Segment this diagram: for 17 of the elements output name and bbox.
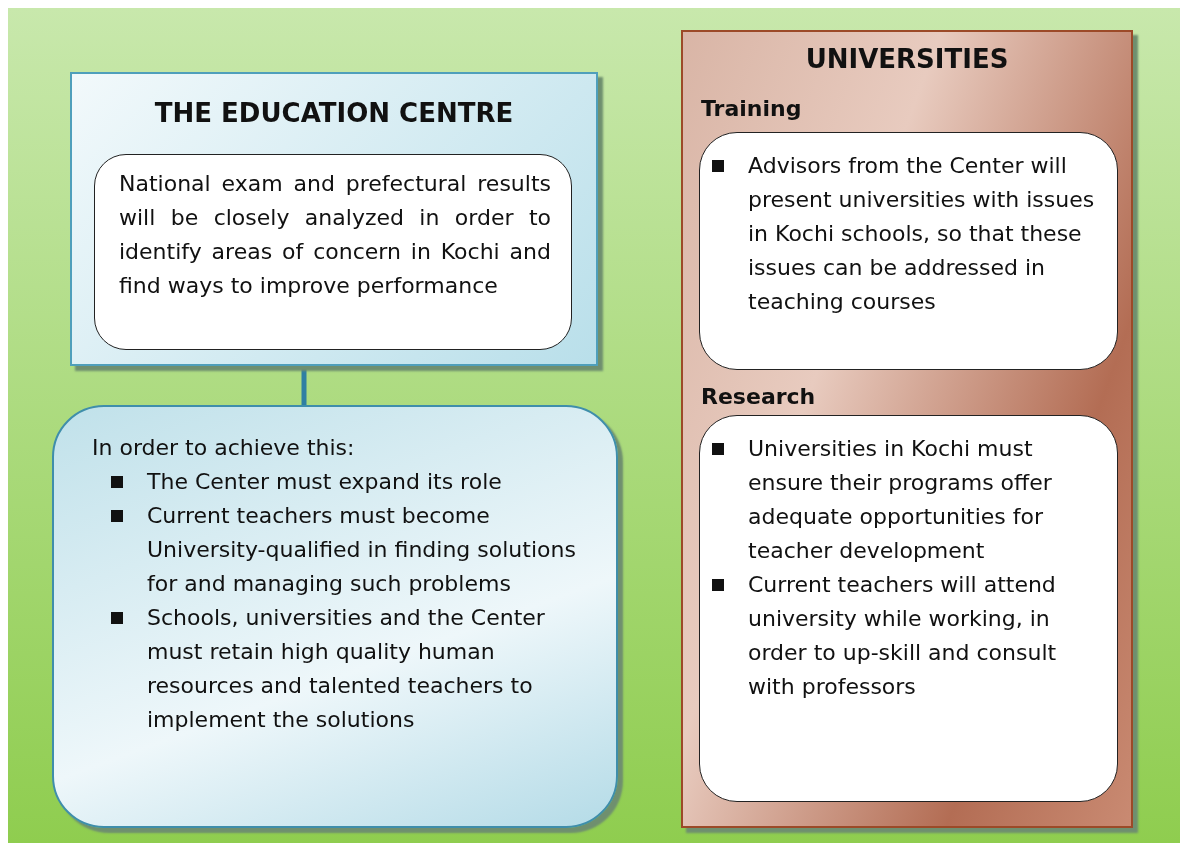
section-heading: Training — [701, 95, 802, 123]
bullet-text: Current teachers must become University-qualified in finding solutions for and managing such problems — [147, 502, 577, 598]
panel-title: THE EDUCATION CENTRE — [153, 98, 515, 128]
panel-title: UNIVERSITIES — [804, 44, 1010, 74]
bullet-text: Advisors from the Center will present universities with issues in Kochi schools, so that these issues can be addressed in teaching courses — [748, 152, 1096, 316]
bullet-text: Universities in Kochi must ensure their programs offer adequate opportunities for teacher development — [748, 435, 1053, 565]
intro-text: In order to achieve this: — [92, 434, 355, 462]
text-card — [94, 154, 572, 350]
connector-line — [301, 368, 307, 405]
bullet-text: Schools, universities and the Center must retain high quality human resources and talented teachers to implement the solutions — [147, 604, 546, 734]
bullet-text: Current teachers will attend university while working, in order to up-skill and consult with professors — [748, 571, 1058, 701]
panel — [70, 72, 598, 366]
text-card — [52, 405, 618, 828]
section-heading: Research — [701, 383, 816, 411]
bullet-text: The Center must expand its role — [147, 468, 503, 496]
paragraph: National exam and prefectural results will be closely analyzed in order to identify areas of concern in Kochi and find ways to improve performance — [119, 170, 551, 300]
panel — [681, 30, 1133, 828]
